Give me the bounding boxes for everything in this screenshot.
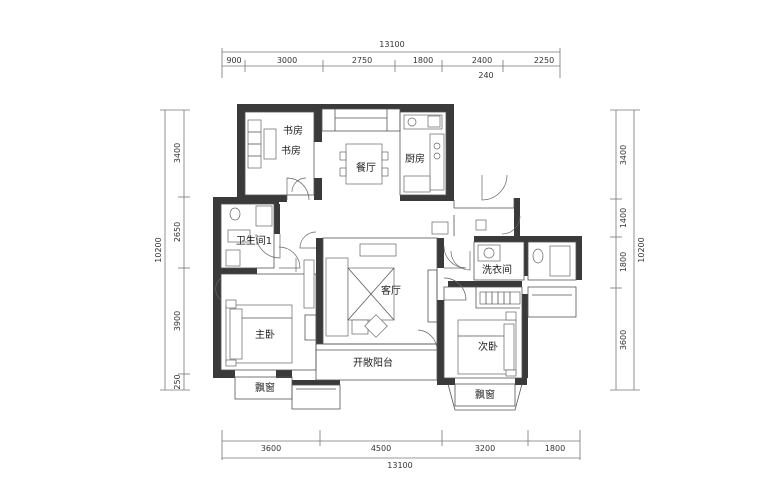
top-dim-2: 3000 xyxy=(277,56,297,65)
right-dim-3: 1800 xyxy=(619,252,628,272)
left-dim-3: 3900 xyxy=(173,311,182,331)
room-label-laundry: 洗衣间 xyxy=(482,263,512,276)
room-label-second: 次卧 xyxy=(478,340,498,353)
left-dim-2: 2650 xyxy=(173,222,182,242)
left-dimensions: 10200 3400 2650 3900 250 xyxy=(154,109,190,391)
bottom-dimensions: 3600 4500 3200 1800 13100 xyxy=(221,430,581,470)
top-dim-5: 2400 xyxy=(472,56,492,65)
room-label-master: 主卧 xyxy=(255,328,275,341)
top-dim-6: 2250 xyxy=(534,56,554,65)
room-label-bay-right: 飘窗 xyxy=(475,388,495,401)
left-total-dim: 10200 xyxy=(154,237,163,262)
left-dim-4: 250 xyxy=(173,374,182,389)
right-total-dim: 10200 xyxy=(637,237,646,262)
room-label-bay-left: 飘窗 xyxy=(255,381,275,394)
bottom-dim-1: 3600 xyxy=(261,444,281,453)
room-label-study-a: 书房 xyxy=(283,124,303,137)
top-dim-4: 1800 xyxy=(413,56,433,65)
outlines xyxy=(220,108,577,411)
room-label-kitchen: 厨房 xyxy=(405,152,425,165)
doors xyxy=(215,174,521,351)
room-label-living: 客厅 xyxy=(381,284,401,297)
right-dim-1: 3400 xyxy=(619,145,628,165)
furniture xyxy=(225,114,571,377)
room-labels: 书房 书房 餐厅 厨房 卫生间1 客厅 洗衣间 主卧 次卧 开敞阳台 飘窗 飘窗 xyxy=(236,124,512,401)
bottom-dim-2: 4500 xyxy=(371,444,391,453)
top-dim-1: 900 xyxy=(226,56,241,65)
left-dim-1: 3400 xyxy=(173,143,182,163)
right-dim-4: 3600 xyxy=(619,330,628,350)
room-label-dining: 餐厅 xyxy=(356,161,376,174)
walls xyxy=(213,104,582,385)
top-total-dim: 13100 xyxy=(379,40,404,49)
room-label-study-b: 书房 xyxy=(281,144,301,157)
bottom-dim-4: 1800 xyxy=(545,444,565,453)
room-label-bathroom: 卫生间1 xyxy=(236,234,272,247)
top-dim-small: 240 xyxy=(478,71,493,80)
right-dim-2: 1400 xyxy=(619,208,628,228)
bottom-dim-3: 3200 xyxy=(475,444,495,453)
right-dimensions: 3400 1400 1800 3600 10200 xyxy=(610,109,646,391)
bottom-total-dim: 13100 xyxy=(387,461,412,470)
top-dim-3: 2750 xyxy=(352,56,372,65)
top-dimensions: 13100 900 3000 2750 1800 2400 2250 240 xyxy=(221,40,561,80)
room-label-balcony: 开敞阳台 xyxy=(353,356,393,369)
